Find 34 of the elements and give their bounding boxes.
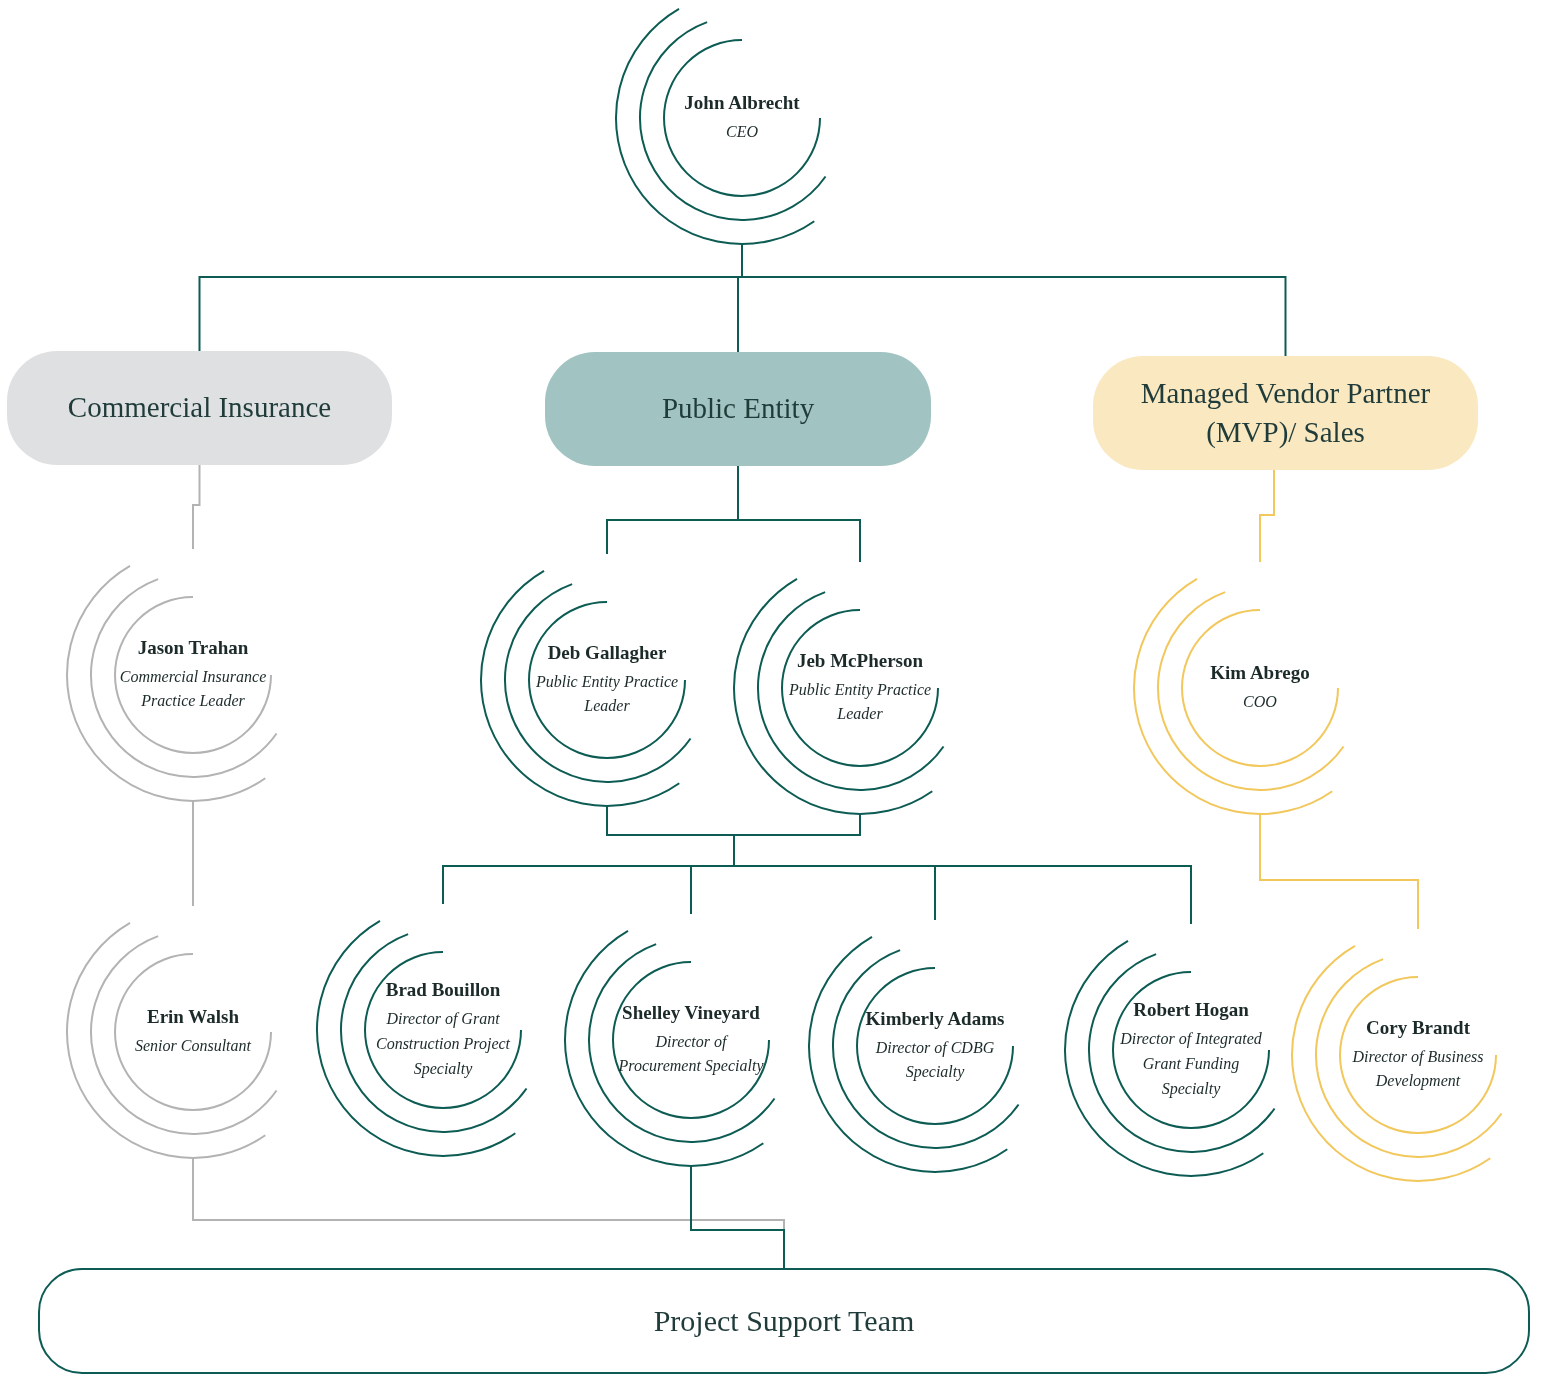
connector-line (192, 464, 201, 550)
job-title: Director of CDBG Specialty (874, 1037, 996, 1083)
job-title: COO (1243, 691, 1277, 712)
category-pill: Commercial Insurance (7, 351, 392, 465)
job-title: Public Entity Practice Leader (787, 679, 933, 725)
person-name: Jason Trahan (137, 635, 249, 660)
job-title: Senior Consultant (135, 1035, 251, 1056)
team-banner: Project Support Team (38, 1268, 1530, 1374)
job-title: CEO (726, 121, 758, 142)
person-name: John Albrecht (684, 91, 800, 116)
connector-line (741, 243, 1287, 357)
person-name: Shelley Vineyard (622, 1000, 760, 1025)
connector-line (690, 1165, 785, 1269)
job-title: Public Entity Practice Leader (534, 671, 680, 717)
person-name: Jeb McPherson (796, 648, 924, 673)
category-pill: Managed Vendor Partner (MVP)/ Sales (1093, 356, 1478, 470)
person-name: Brad Bouillon (385, 978, 501, 1003)
job-title: Director of Integrated Grant Funding Specialty (1119, 1029, 1263, 1100)
person-name: Robert Hogan (1133, 998, 1249, 1023)
connector-line (733, 813, 1192, 925)
connector-line (737, 465, 861, 563)
category-pill: Public Entity (545, 352, 931, 466)
connector-line (1259, 469, 1275, 563)
connector-line (192, 800, 194, 907)
job-title: Director of Business Development (1351, 1046, 1485, 1092)
person-name: Kim Abrego (1210, 661, 1310, 686)
connector-line (1259, 813, 1419, 930)
person-name: Deb Gallagher (547, 640, 667, 665)
job-title: Director of Grant Construction Project Specialty (374, 1009, 512, 1080)
person-name: Cory Brandt (1366, 1015, 1470, 1040)
job-title: Director of Procurement Specialty (617, 1031, 765, 1077)
person-name: Kimberly Adams (865, 1006, 1005, 1031)
job-title: Commercial Insurance Practice Leader (118, 666, 268, 712)
person-name: Erin Walsh (146, 1005, 240, 1030)
